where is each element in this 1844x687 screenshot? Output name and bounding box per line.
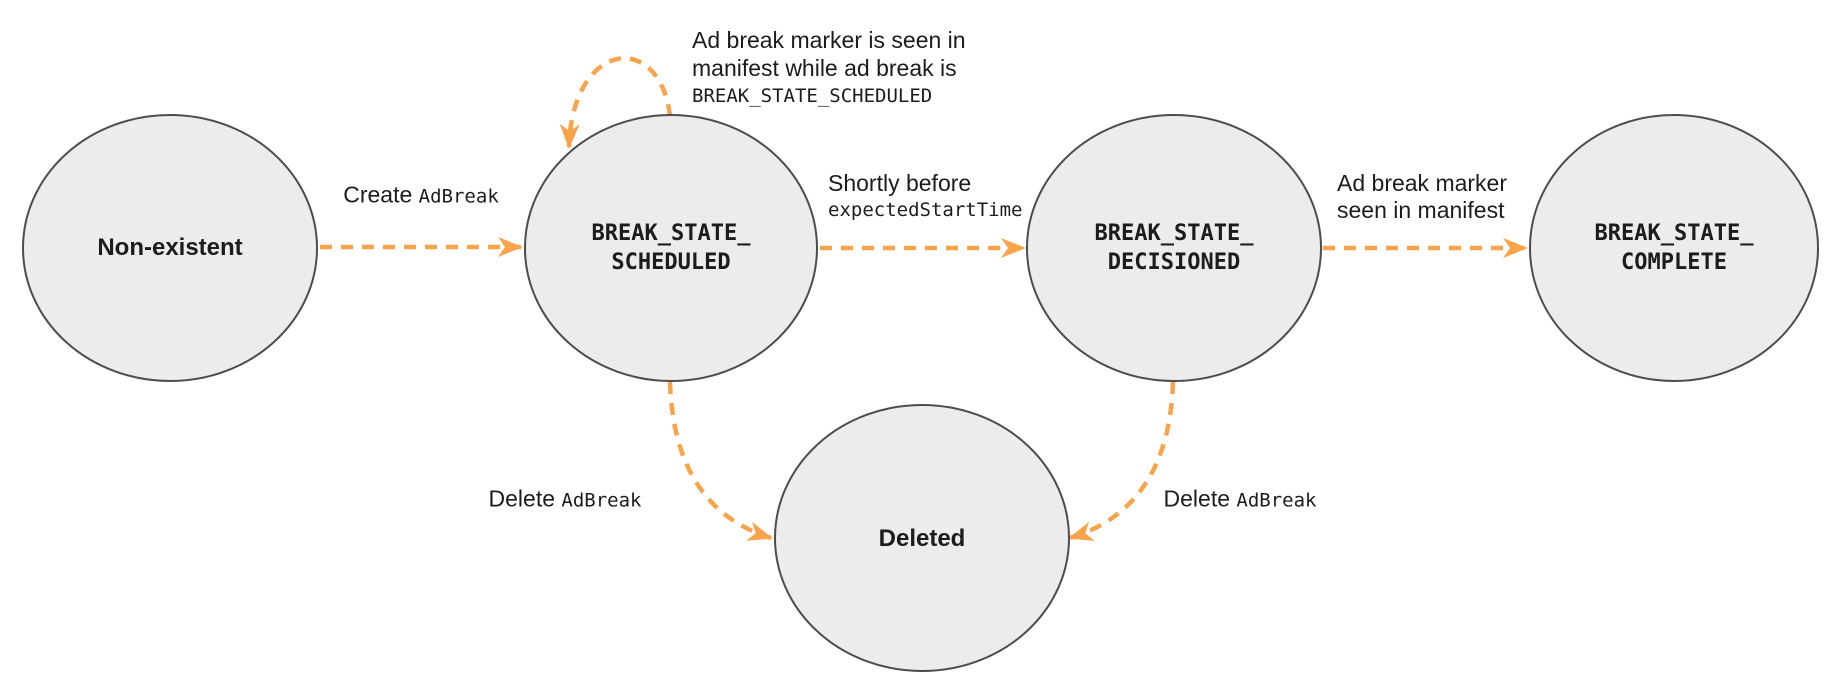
edge-label-self-loop-code: BREAK_STATE_SCHEDULED <box>692 85 933 107</box>
edge-label-create-code: AdBreak <box>418 185 499 208</box>
node-label-decisioned-line2: DECISIONED <box>1107 250 1241 275</box>
edge-label-marker-seen-line2: seen in manifest <box>1337 197 1505 223</box>
node-label-complete-line2: COMPLETE <box>1621 250 1727 275</box>
edge-label-shortly-before: Shortly before expectedStartTime <box>828 170 1022 224</box>
edge-label-shortly-before-code: expectedStartTime <box>828 199 1023 221</box>
node-label-scheduled-line1: BREAK_STATE_ <box>591 221 751 246</box>
node-non-existent <box>22 114 318 382</box>
edge-label-delete-scheduled-code: AdBreak <box>561 489 642 512</box>
node-deleted <box>774 404 1070 672</box>
node-label-complete-line1: BREAK_STATE_ <box>1594 221 1754 246</box>
edge-label-delete-decisioned: Delete AdBreak <box>1164 486 1317 515</box>
edge-label-shortly-before-line1: Shortly before <box>828 170 972 196</box>
edge-label-delete-scheduled: Delete AdBreak <box>489 486 642 515</box>
edge-self-loop-scheduled <box>559 56 673 149</box>
node-label-scheduled-line2: SCHEDULED <box>611 250 731 275</box>
node-break-state-decisioned <box>1026 114 1322 382</box>
node-break-state-complete <box>1529 114 1819 382</box>
edge-label-marker-seen: Ad break marker seen in manifest <box>1337 170 1507 224</box>
edge-label-self-loop-line2: manifest while ad break is <box>692 55 957 81</box>
edge-decisioned-to-deleted <box>1068 381 1176 541</box>
edge-label-create-adbreak: Create AdBreak <box>343 182 499 211</box>
node-break-state-scheduled <box>524 114 818 382</box>
node-label-non-existent: Non-existent <box>97 234 243 261</box>
edge-label-delete-decisioned-code: AdBreak <box>1236 489 1317 512</box>
edge-label-self-loop: Ad break marker is seen in manifest whil… <box>692 26 966 110</box>
node-label-scheduled: BREAK_STATE_ SCHEDULED <box>592 219 751 277</box>
node-label-complete: BREAK_STATE_ COMPLETE <box>1595 219 1754 277</box>
edge-label-self-loop-line1: Ad break marker is seen in <box>692 27 966 53</box>
node-label-decisioned: BREAK_STATE_ DECISIONED <box>1095 219 1254 277</box>
node-label-deleted: Deleted <box>878 525 966 552</box>
edge-label-delete-scheduled-text: Delete <box>488 485 562 512</box>
edge-label-create-text: Create <box>343 181 419 208</box>
edge-label-delete-decisioned-text: Delete <box>1163 485 1237 512</box>
edge-scheduled-to-deleted <box>667 381 773 541</box>
edge-label-marker-seen-line1: Ad break marker <box>1337 170 1508 196</box>
node-label-decisioned-line1: BREAK_STATE_ <box>1094 221 1254 246</box>
